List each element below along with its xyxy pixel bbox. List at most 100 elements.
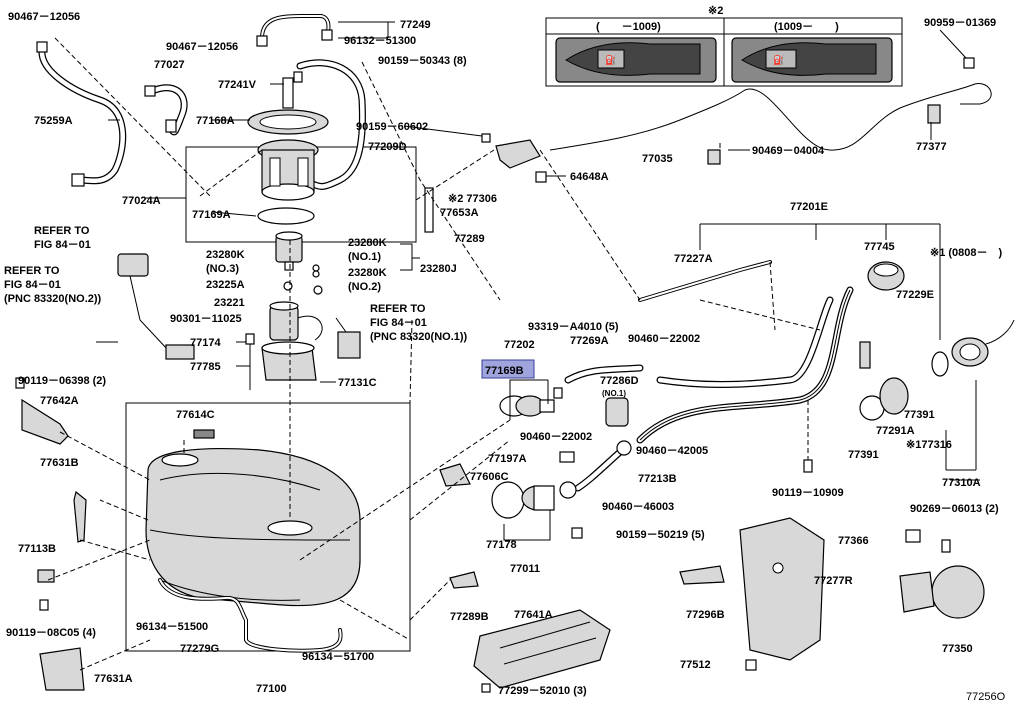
clip-77512 [745,659,757,671]
fuel-pump-23221 [269,301,323,341]
wire-ref-right [335,317,361,359]
fuel-lid-77350 [899,529,985,619]
label-90460-22002-a: 90460－22002 [628,333,700,345]
clamp-90460-46003 [559,481,577,499]
fuel-cap-77310a [951,319,1015,367]
label-77296b: 77296B [686,609,725,621]
label-23280k-no2-sub: (NO.2) [348,281,381,293]
label-77289b: 77289B [450,611,489,623]
label-77291a: 77291A [876,425,915,437]
protector-77277r [739,517,825,661]
footnote-1: ※1 (0808－ ) [930,247,1003,259]
label-90159-50219: 90159－50219 (5) [616,529,705,541]
fuel-filter-23280k [275,231,303,271]
label-77299-52010: 77299－52010 (3) [498,685,587,697]
bracket-77289b [449,571,479,589]
label-90460-42005: 90460－42005 [636,445,708,457]
label-77024a: 77024A [122,195,161,207]
ref-c-line2: FIG 84－01 [370,317,427,329]
ref-c-line1: REFER TO [370,303,426,315]
ref-a-line1: REFER TO [34,225,90,237]
hose-77286d [605,397,629,427]
label-177316: ※177316 [906,439,952,451]
ref-b-line3: (PNC 83320(NO.2)) [4,293,102,305]
strap-77631b [73,490,87,543]
label-77377: 77377 [916,141,947,153]
label-77169a: 77169A [192,209,231,221]
label-64648a: 64648A [570,171,609,183]
label-90159-60602: 90159－60602 [356,121,428,133]
label-77169b[interactable]: 77169B [485,365,524,377]
ref-b-line2: FIG 84－01 [4,279,61,291]
label-77350: 77350 [942,643,973,655]
label-77197a: 77197A [488,453,527,465]
bracket-77296b [679,565,725,585]
highlight-box-77169b[interactable] [481,359,535,379]
label-90159-50343: 90159－50343 (8) [378,55,467,67]
label-90467-12056-a: 90467－12056 [8,11,80,23]
figure-id: 77256O [966,691,1006,703]
connector-77174 [245,333,255,390]
gasket-77178 [491,481,525,519]
bracket-77113b [37,569,55,583]
o-ring-23225a [283,281,293,291]
label-77289: 77289 [454,233,485,245]
label-77213b: 77213B [638,473,677,485]
svg-text:⛽: ⛽ [773,54,784,66]
label-77035: 77035 [642,153,673,165]
inset-col2: (1009－ ) [774,21,839,33]
retainer-77291a [879,377,909,415]
label-77279g: 77279G [180,643,219,655]
ref-c-line3: (PNC 83320(NO.1)) [370,331,468,343]
label-77745: 77745 [864,241,895,253]
label-77614c: 77614C [176,409,215,421]
label-23280k-no1: 23280K [348,237,387,249]
label-77027: 77027 [154,59,185,71]
label-77653a: 77653A [440,207,479,219]
label-77178: 77178 [486,539,517,551]
label-77249: 77249 [400,19,431,31]
fuel-door-switch-image-early: ⛽ [555,37,717,83]
label-96132-51300: 96132－51300 [344,35,416,47]
inset-col1: ( －1009) [596,21,661,33]
label-77641a: 77641A [514,609,553,621]
bracket-77642a [21,398,69,445]
label-77202: 77202 [504,339,535,351]
label-77286d: 77286D [600,375,639,387]
gasket-77391-right [931,351,949,377]
label-77286d-sub: (NO.1) [602,389,626,398]
label-77631a: 77631A [94,673,133,685]
label-90119-06398: 90119－06398 (2) [18,375,106,387]
label-90959-01369: 90959－01369 [924,17,996,29]
label-93319-a4010: 93319－A4010 (5) [528,321,619,333]
label-77209d: 77209D [368,141,407,153]
label-90269-06013: 90269－06013 (2) [910,503,999,515]
hose-77249 [256,14,333,47]
label-77113b: 77113B [18,543,56,555]
ref-a-line2: FIG 84－01 [34,239,91,251]
pad-77614c [193,429,215,439]
protector-77641a [473,609,611,689]
label-77642a: 77642A [40,395,79,407]
gasket-77169b [499,395,555,417]
fuel-tank-77100 [145,448,361,607]
label-90467-12056-b: 90467－12056 [166,41,238,53]
hose-77229e [859,341,871,369]
label-77512: 77512 [680,659,711,671]
hose-77209d [296,59,366,190]
label-77785: 77785 [190,361,221,373]
hose-77269a [564,364,644,384]
clamp-90460-42005 [616,440,632,456]
hose-77027 [144,84,188,136]
label-77131c: 77131C [338,377,377,389]
tube-77011 [521,485,555,511]
label-90460-46003: 90460－46003 [602,501,674,513]
label-77310a: 77310A [942,477,981,489]
vent-pipe-77653a [424,187,434,233]
label-77168a: 77168A [196,115,235,127]
label-23280k-no2: 23280K [348,267,387,279]
label-77011: 77011 [510,563,540,575]
bracket-77606c [439,463,471,487]
fuel-door-switch-image-late: ⛽ [731,37,893,83]
